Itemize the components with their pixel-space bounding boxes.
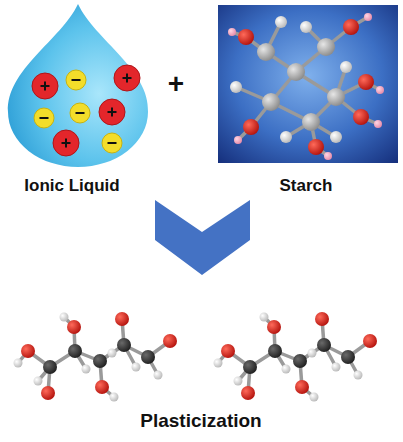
charge-sign: [72, 79, 81, 81]
atom: [34, 377, 43, 386]
atom: [243, 360, 257, 374]
atom: [308, 139, 324, 155]
down-chevron: [155, 200, 250, 275]
atom: [221, 344, 235, 358]
atom: [317, 338, 331, 352]
charge-sign: [44, 82, 46, 91]
atom: [14, 359, 23, 368]
atom: [310, 393, 319, 402]
atom: [308, 349, 317, 358]
charge-sign: [108, 142, 117, 144]
atom: [117, 338, 131, 352]
atom: [295, 380, 309, 394]
atom: [343, 19, 359, 35]
caption-label: Plasticization: [140, 410, 261, 432]
plasticized-molecule: [214, 312, 378, 402]
atom: [358, 74, 374, 90]
atom: [341, 350, 355, 364]
atom: [234, 377, 243, 386]
cation: [99, 99, 125, 125]
ion-ball: [53, 130, 79, 156]
atom: [330, 131, 342, 143]
atom: [67, 320, 81, 334]
cation: [53, 130, 79, 156]
atom: [228, 28, 236, 36]
atom: [163, 334, 177, 348]
atom: [354, 371, 363, 380]
ion-ball: [102, 133, 122, 153]
atom: [287, 63, 305, 81]
plasticized-molecule: [14, 312, 178, 402]
atom: [230, 81, 242, 93]
anion: [102, 133, 122, 153]
plus-sign: +: [168, 68, 184, 100]
charge-sign: [111, 108, 113, 117]
charge-sign: [76, 112, 85, 114]
atom: [110, 393, 119, 402]
atom: [234, 136, 242, 144]
atom: [141, 350, 155, 364]
ion-ball: [114, 65, 140, 91]
atom: [43, 360, 57, 374]
atom: [282, 365, 291, 374]
atom: [327, 88, 345, 106]
atom: [315, 312, 329, 326]
atom: [154, 371, 163, 380]
anion: [66, 70, 86, 90]
cation: [114, 65, 140, 91]
atom: [363, 334, 377, 348]
atom: [332, 363, 341, 372]
atom: [21, 344, 35, 358]
atom: [280, 131, 292, 143]
ion-ball: [99, 99, 125, 125]
ion-ball: [66, 70, 86, 90]
atom: [68, 344, 82, 358]
ion-ball: [70, 103, 90, 123]
atom: [376, 86, 384, 94]
atom: [95, 380, 109, 394]
caption-label: Ionic Liquid: [24, 176, 119, 196]
atom: [82, 365, 91, 374]
atom: [243, 119, 259, 135]
atom: [353, 109, 369, 125]
charge-sign: [126, 74, 128, 83]
atom: [115, 312, 129, 326]
atom: [300, 21, 312, 33]
atom: [262, 93, 280, 111]
atom: [241, 386, 255, 400]
atom: [317, 38, 335, 56]
atom: [260, 313, 269, 322]
atom: [93, 354, 107, 368]
atom: [374, 120, 382, 128]
atom: [275, 16, 287, 28]
atom: [267, 320, 281, 334]
anion: [70, 103, 90, 123]
starch-image: [218, 5, 398, 163]
atom: [302, 113, 320, 131]
atom: [108, 349, 117, 358]
atom: [268, 344, 282, 358]
atom: [214, 359, 223, 368]
charge-sign: [65, 139, 67, 148]
charge-sign: [40, 117, 49, 119]
atom: [364, 13, 372, 21]
ion-ball: [34, 108, 54, 128]
atom: [324, 152, 332, 160]
anion: [34, 108, 54, 128]
cation: [32, 73, 58, 99]
starch-molecule: [228, 13, 384, 160]
ions: [32, 65, 140, 156]
atom: [41, 386, 55, 400]
atom: [60, 313, 69, 322]
atom: [340, 61, 352, 73]
atom: [238, 29, 254, 45]
atom: [293, 354, 307, 368]
liquid-droplet: [8, 4, 148, 167]
caption-label: Starch: [280, 176, 333, 196]
ion-ball: [32, 73, 58, 99]
atom: [257, 43, 275, 61]
atom: [132, 363, 141, 372]
